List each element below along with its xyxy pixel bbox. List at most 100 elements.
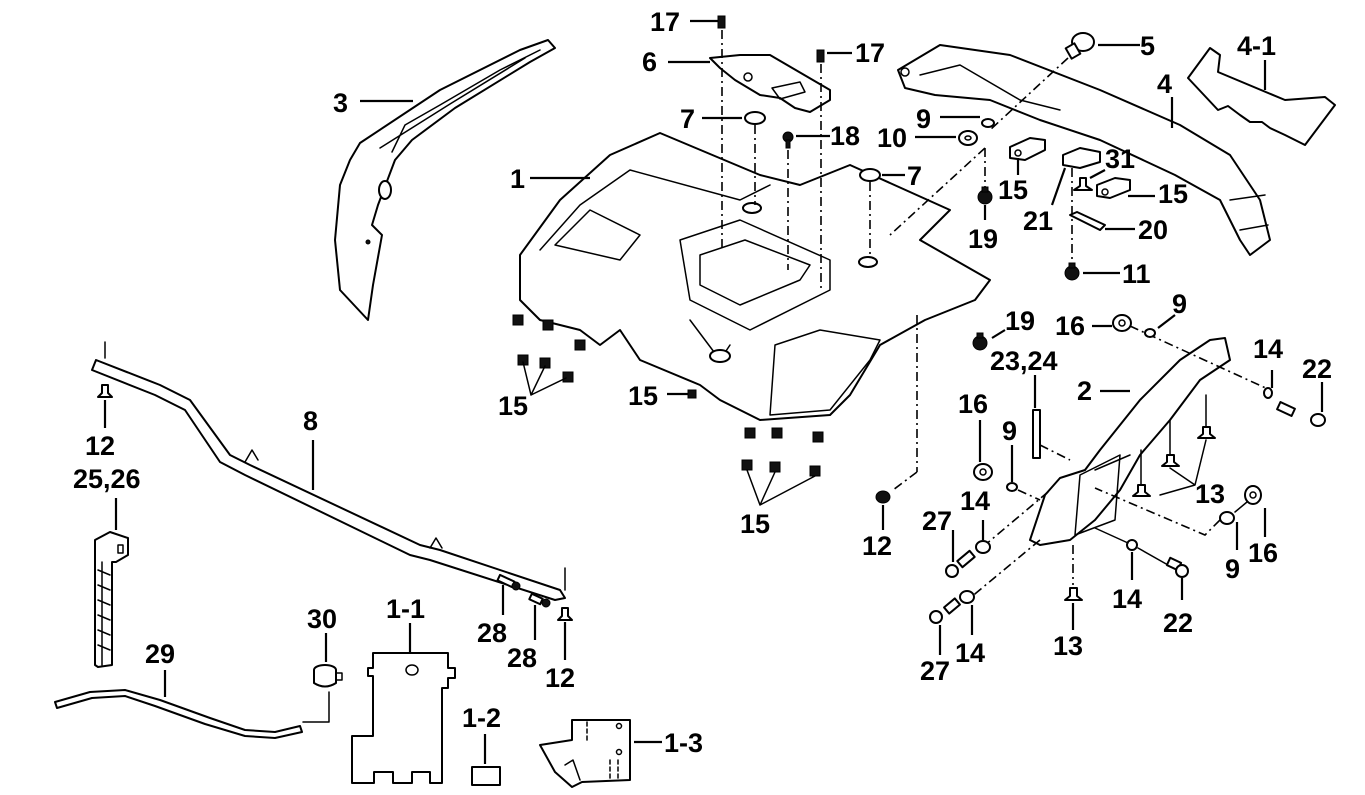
part-6-bracket[interactable] [709,54,831,113]
callout-12-left: 12 [85,431,115,461]
callout-15-nut-b: 15 [1158,179,1188,209]
grommet-10 [915,130,978,146]
cap-7-right [859,168,905,258]
callout-16-right: 16 [1248,538,1278,568]
callout-4-1: 4-1 [1237,31,1276,90]
callout-8: 8 [303,406,318,490]
callout-12-middle: 12 [862,531,892,561]
callout-17-left: 17 [650,7,680,37]
part-1-3-pad[interactable] [539,719,631,788]
callout-14-left-lower: 14 [955,638,985,668]
svg-text:1-1: 1-1 [386,594,425,624]
screws-13-group [1132,394,1216,497]
callout-4: 4 [1157,69,1174,128]
part-3-side-cover[interactable] [334,39,556,321]
washer-14-right-top [1263,370,1274,399]
part-4-rear-bar[interactable] [897,44,1271,256]
bolt-19-top [889,147,993,236]
part-1-rear-fender[interactable] [519,132,991,421]
svg-text:6: 6 [642,47,657,77]
svg-text:30: 30 [307,604,337,634]
callout-5: 5 [1140,31,1155,61]
screw-31 [1073,169,1106,191]
callout-23-24: 23,24 [990,346,1058,376]
callout-28-left: 28 [477,618,507,648]
clip-15-middle [667,389,697,399]
bolt-22-top [1276,382,1326,427]
part-29-hose[interactable] [54,689,303,739]
callout-16-top: 16 [1055,311,1085,341]
callout-3: 3 [333,88,413,118]
bolt-12-right [557,567,573,660]
washer-9-right-bottom [1094,487,1239,550]
callout-19-top: 19 [968,224,998,254]
callout-18: 18 [830,121,860,151]
screw-17-left [690,15,726,250]
callout-25-26: 25,26 [73,464,141,530]
callout-13-bottom: 13 [1053,631,1083,661]
bolt-27-upper [945,491,1049,578]
svg-text:4-1: 4-1 [1237,31,1276,61]
callout-1: 1 [510,164,590,194]
cap-7-left [702,111,766,205]
svg-text:29: 29 [145,639,175,669]
bolt-27-lower [929,539,1041,655]
nut-15-a [1009,137,1046,175]
part-1-1-pad[interactable] [351,652,456,784]
callout-11: 11 [1122,259,1151,289]
callout-2: 2 [1077,376,1130,406]
grommet-16-right [1234,485,1267,537]
callout-9-right-bottom: 9 [1225,554,1240,584]
callout-7-left: 7 [680,104,695,134]
clip-icon [378,180,392,200]
part-25-26-cable-tie[interactable] [94,531,129,668]
callout-1-3: 1-3 [634,728,703,758]
part-2-side-cover[interactable] [1029,337,1231,546]
svg-text:3: 3 [333,88,348,118]
callout-19-right: 19 [1005,306,1035,336]
cap-5 [989,32,1140,131]
svg-text:8: 8 [303,406,318,436]
part-30-clamp[interactable] [313,664,343,688]
callout-22-bottom: 22 [1163,608,1193,638]
part-1-2-pad[interactable] [471,766,501,786]
callout-9-left: 9 [1002,416,1017,446]
callout-15-left: 15 [498,391,528,421]
callout-13-right: 13 [1195,479,1225,509]
callout-15-nut-a: 15 [998,175,1028,205]
svg-text:1: 1 [510,164,525,194]
svg-text:1-3: 1-3 [664,728,703,758]
nut-15-b [1096,177,1155,199]
screw-13-bottom [1064,545,1083,630]
callout-7-right: 7 [907,161,922,191]
callout-31: 31 [1105,144,1135,174]
screw-18 [782,131,830,270]
callout-27-lower: 27 [920,656,950,686]
strip-20 [1069,211,1135,231]
callout-9-top: 9 [916,104,931,134]
part-8-rod[interactable] [91,359,566,601]
washer-9-left [1006,445,1041,501]
svg-text:25,26: 25,26 [73,464,141,494]
callout-9-right-top: 9 [1172,289,1187,319]
callout-16-left: 16 [958,389,988,419]
callout-1-1: 1-1 [386,594,425,652]
callout-1-2: 1-2 [462,703,501,764]
clip-group-15-bottom [741,427,824,506]
callout-10: 10 [877,123,907,153]
bolt-12-middle [875,315,918,530]
callout-29: 29 [145,639,175,697]
svg-text:2: 2 [1077,376,1092,406]
part-4-1-pad[interactable] [1187,47,1336,146]
washer-9-top [940,115,995,128]
clips-28 [496,573,551,640]
screw-17-right [816,49,852,292]
bolt-12-left [97,341,113,428]
bolt-19-right [972,329,1006,351]
callout-28-right: 28 [507,643,537,673]
callout-15-bottom: 15 [740,509,770,539]
callout-14-left-upper: 14 [960,486,990,516]
svg-text:4: 4 [1157,69,1172,99]
callout-17-right: 17 [855,38,885,68]
